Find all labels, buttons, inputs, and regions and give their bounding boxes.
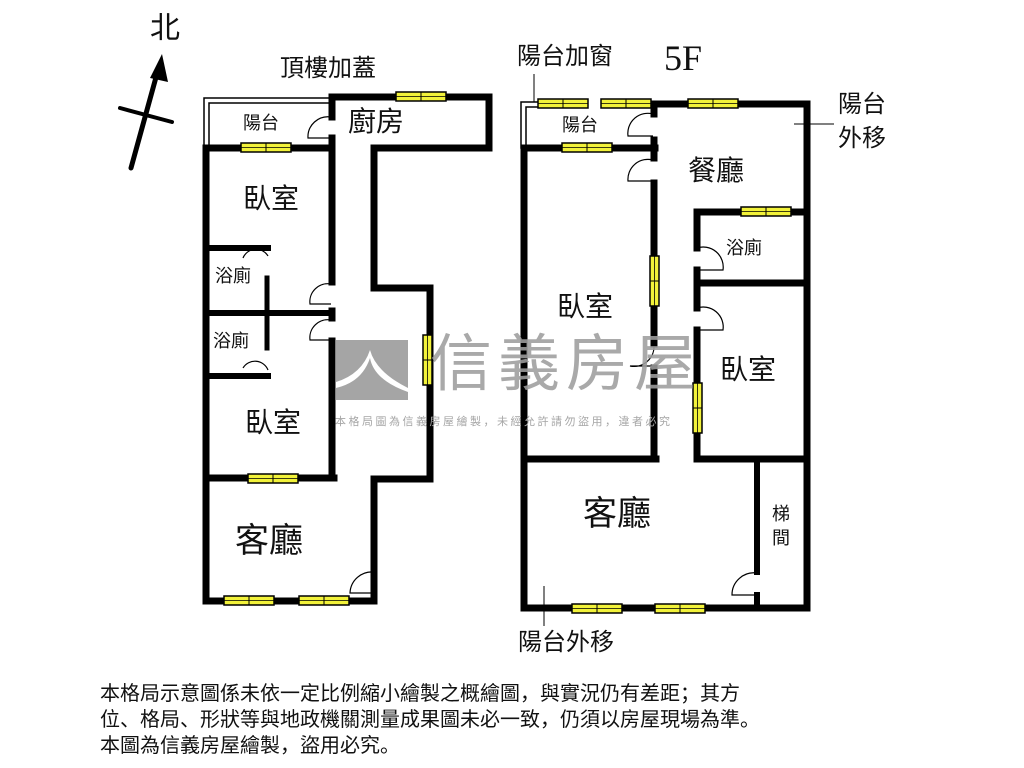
watermark-notice: 本格局圖為信義房屋繪製，未經允許請勿盜用，違者必究 (335, 415, 673, 428)
room-label-bathroom: 浴廁 (213, 331, 249, 352)
disclaimer-line: 位、格局、形狀等與地政機關測量成果圖未必一致，仍須以房屋現場為準。 (100, 707, 760, 731)
room-label-kitchen: 廚房 (348, 105, 405, 138)
annotation-balcony-moved-right: 陽台 (838, 90, 886, 118)
room-label-dining-room: 餐廳 (688, 154, 745, 187)
watermark-logo-icon (336, 340, 408, 400)
disclaimer-line: 本圖為信義房屋繪製，盜用必究。 (100, 733, 400, 757)
room-label-bedroom: 臥室 (557, 290, 614, 323)
disclaimer-line: 本格局示意圖係未依一定比例縮小繪製之概繪圖，與實況仍有差距；其方 (100, 681, 740, 705)
north-label: 北 (150, 11, 180, 46)
room-label-stairwell: 梯間 (769, 504, 790, 552)
north-arrow-icon (118, 54, 174, 171)
annotation-balcony-window: 陽台加窗 (517, 42, 613, 70)
left-plan-title: 頂樓加蓋 (280, 54, 376, 82)
room-label-living-room: 客廳 (583, 494, 651, 534)
watermark-brand: 信義房屋 (430, 327, 703, 400)
disclaimer: 本格局示意圖係未依一定比例縮小繪製之概繪圖，與實況仍有差距；其方 位、格局、形狀… (100, 680, 930, 758)
annotation-leader-lines (533, 74, 834, 626)
annotation-balcony-moved-right-2: 外移 (838, 124, 886, 152)
room-label-bedroom: 臥室 (720, 353, 777, 386)
room-label-living-room: 客廳 (235, 521, 303, 561)
room-label-bedroom: 臥室 (245, 406, 302, 439)
room-label-balcony: 陽台 (562, 115, 598, 136)
annotation-balcony-moved-bottom: 陽台外移 (518, 628, 614, 656)
room-label-balcony: 陽台 (243, 113, 279, 134)
left-plan-doors (242, 116, 375, 594)
room-label-bathroom: 浴廁 (215, 266, 251, 287)
floor-label: 5F (664, 38, 703, 78)
room-label-bathroom: 浴廁 (726, 238, 762, 259)
room-label-bedroom: 臥室 (243, 182, 300, 215)
right-plan-doors (627, 112, 758, 596)
